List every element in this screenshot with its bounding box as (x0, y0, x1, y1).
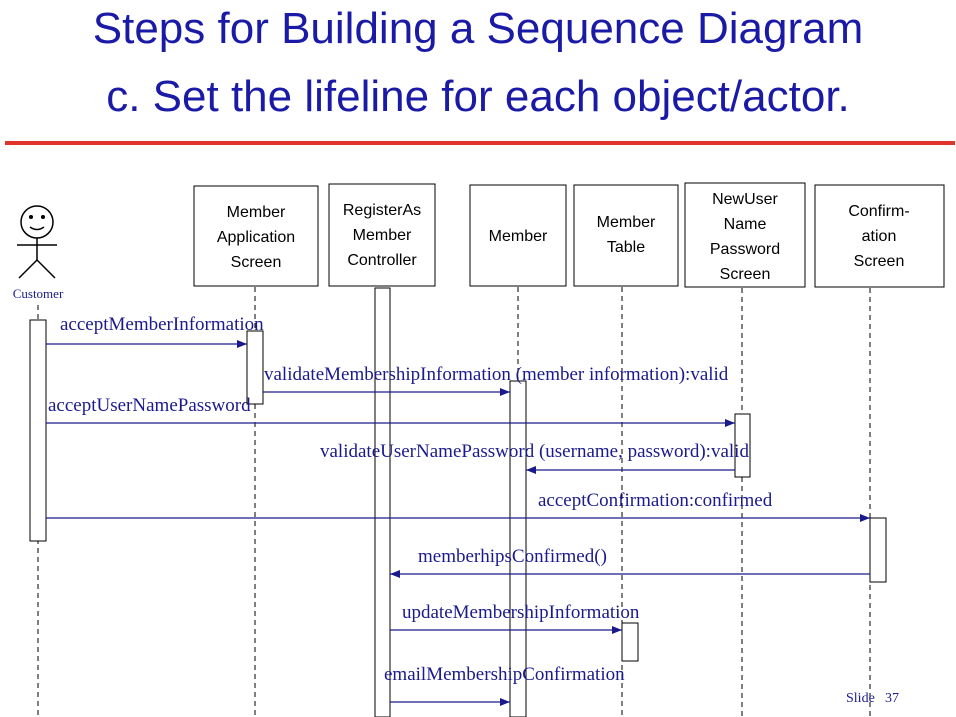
object-register-as-member-controller: RegisterAs Member Controller (328, 183, 436, 287)
object-label-line: Member (353, 227, 412, 244)
actor-label: Customer (13, 286, 64, 301)
message-label: memberhipsConfirmed() (418, 546, 607, 567)
stick-figure-icon (17, 205, 57, 279)
object-label-line: Table (607, 239, 645, 256)
activation-bar-customer (29, 319, 47, 542)
slide-title-line-2: c. Set the lifeline for each object/acto… (106, 72, 850, 121)
object-label-line: Confirm- (848, 203, 909, 220)
message-label: validateMembershipInformation (member in… (264, 364, 729, 385)
object-label-line: Member (227, 204, 286, 221)
object-label-line: Application (217, 229, 295, 246)
message-label: validateUserNamePassword (username, pass… (320, 441, 749, 462)
object-label-line: Password (710, 241, 780, 258)
title-divider (5, 141, 955, 145)
object-label-line: Member (597, 214, 656, 231)
object-member-table: Member Table (573, 184, 679, 287)
object-label-line: NewUser (712, 191, 778, 208)
object-label-line: Screen (720, 266, 771, 283)
object-new-user-name-password-screen: NewUser Name Password Screen (684, 182, 806, 288)
activation-bar-member-application-screen (246, 330, 264, 405)
object-member-application-screen: Member Application Screen (193, 185, 319, 287)
object-member: Member (469, 184, 567, 287)
slide-title-line-1: Steps for Building a Sequence Diagram (92, 4, 864, 53)
object-label-line: ation (862, 228, 897, 245)
activation-bar-controller (374, 287, 391, 717)
object-confirmation-screen: Confirm- ation Screen (814, 184, 945, 288)
message-label: emailMembershipConfirmation (384, 664, 625, 685)
slide-label: Slide (846, 691, 875, 706)
customer-actor: Customer (13, 205, 64, 301)
object-label-line: Member (489, 228, 548, 245)
object-label-line: RegisterAs (343, 202, 421, 219)
object-label-line: Screen (854, 253, 905, 270)
activation-bar-confirmation-screen (869, 517, 887, 583)
message-label: acceptUserNamePassword (48, 395, 251, 416)
message-label: acceptConfirmation:confirmed (538, 490, 773, 511)
activation-bar-new-user-screen (734, 413, 751, 478)
object-label-line: Name (724, 216, 767, 233)
message-label: updateMembershipInformation (402, 602, 640, 623)
object-label-line: Screen (231, 254, 282, 271)
message-label: acceptMemberInformation (60, 314, 264, 335)
activation-bar-member (509, 380, 527, 717)
object-label-line: Controller (347, 252, 417, 269)
slide-number: 37 (885, 691, 899, 706)
activation-bar-member-table (621, 622, 639, 662)
